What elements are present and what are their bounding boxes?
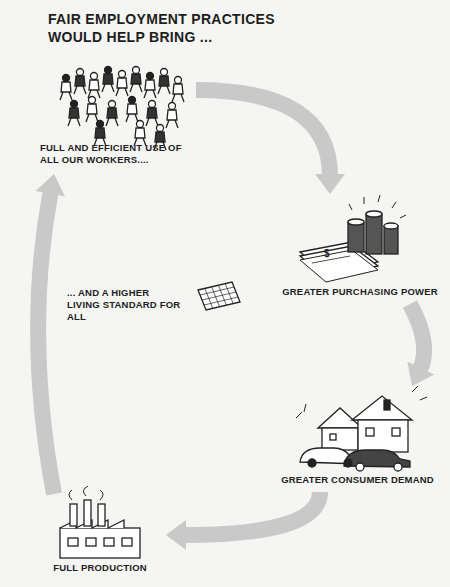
worker-head — [63, 75, 70, 82]
calendar-line — [212, 287, 220, 307]
worker-legs — [106, 118, 118, 126]
worker-legs — [60, 92, 72, 100]
cycle-arrow — [196, 90, 345, 194]
calendar-illustration — [198, 282, 240, 310]
worker-legs — [144, 90, 156, 98]
worker-legs — [130, 84, 142, 92]
dollar-sign: $ — [324, 248, 330, 259]
station-caption: FULL AND EFFICIENT USE OF ALL OUR WORKER… — [40, 142, 190, 166]
arrow-head — [166, 520, 186, 550]
worker-body — [103, 74, 113, 84]
station-caption: FULL PRODUCTION — [40, 562, 160, 574]
station-caption: GREATER PURCHASING POWER — [280, 286, 440, 298]
title: FAIR EMPLOYMENT PRACTICES WOULD HELP BRI… — [48, 10, 333, 46]
worker-head — [133, 67, 140, 74]
worker-body — [87, 104, 97, 114]
worker-head — [91, 73, 98, 80]
worker-legs — [68, 118, 80, 126]
worker-head — [157, 125, 164, 132]
cycle-arrow — [166, 492, 320, 550]
calendar-line — [204, 297, 238, 305]
crowd-illustration — [60, 67, 184, 151]
station-caption: GREATER CONSUMER DEMAND — [275, 474, 440, 486]
cycle-station: FULL AND EFFICIENT USE OF ALL OUR WORKER… — [40, 60, 190, 166]
worker-legs — [102, 84, 114, 92]
money-illustration — [300, 195, 406, 282]
worker-head — [77, 69, 84, 76]
worker-head — [129, 97, 136, 104]
arrow-band — [196, 90, 330, 176]
worker-legs — [146, 118, 158, 126]
cycle-station: FULL PRODUCTION — [40, 500, 160, 574]
arrow-head — [315, 174, 345, 194]
houses-illustration — [296, 386, 427, 471]
worker-head — [169, 103, 176, 110]
worker-body — [127, 104, 137, 114]
worker-body — [95, 128, 105, 138]
worker-body — [135, 128, 145, 138]
worker-head — [97, 121, 104, 128]
factory-illustration — [60, 486, 140, 558]
worker-legs — [126, 114, 138, 122]
worker-head — [71, 101, 78, 108]
cycle-station: GREATER CONSUMER DEMAND — [275, 392, 440, 486]
worker-head — [147, 73, 154, 80]
calendar-line — [225, 284, 233, 304]
arrow-band — [184, 492, 320, 535]
worker-legs — [116, 88, 128, 96]
worker-head — [105, 67, 112, 74]
worker-head — [175, 77, 182, 84]
worker-head — [89, 97, 96, 104]
worker-body — [61, 82, 71, 92]
worker-body — [69, 108, 79, 118]
worker-legs — [86, 114, 98, 122]
worker-body — [167, 110, 177, 120]
worker-body — [89, 80, 99, 90]
cycle-station: GREATER PURCHASING POWER — [280, 200, 440, 298]
worker-head — [109, 101, 116, 108]
worker-head — [161, 69, 168, 76]
worker-body — [155, 132, 165, 142]
worker-legs — [172, 94, 184, 102]
worker-body — [117, 78, 127, 88]
worker-legs — [158, 86, 170, 94]
worker-body — [147, 108, 157, 118]
worker-body — [145, 80, 155, 90]
worker-body — [173, 84, 183, 94]
edge-label: ... AND A HIGHER LIVING STANDARD FOR ALL — [65, 286, 187, 324]
worker-head — [137, 121, 144, 128]
arrow-band — [410, 304, 424, 370]
arrow-band — [38, 192, 54, 494]
worker-head — [149, 101, 156, 108]
calendar-line — [218, 285, 226, 305]
worker-body — [131, 74, 141, 84]
worker-body — [159, 76, 169, 86]
worker-head — [119, 71, 126, 78]
worker-body — [107, 108, 117, 118]
worker-legs — [74, 86, 86, 94]
worker-legs — [166, 120, 178, 128]
worker-body — [75, 76, 85, 86]
calendar-line — [205, 288, 213, 308]
cycle-arrow — [407, 304, 434, 386]
cycle-arrow — [36, 174, 65, 494]
